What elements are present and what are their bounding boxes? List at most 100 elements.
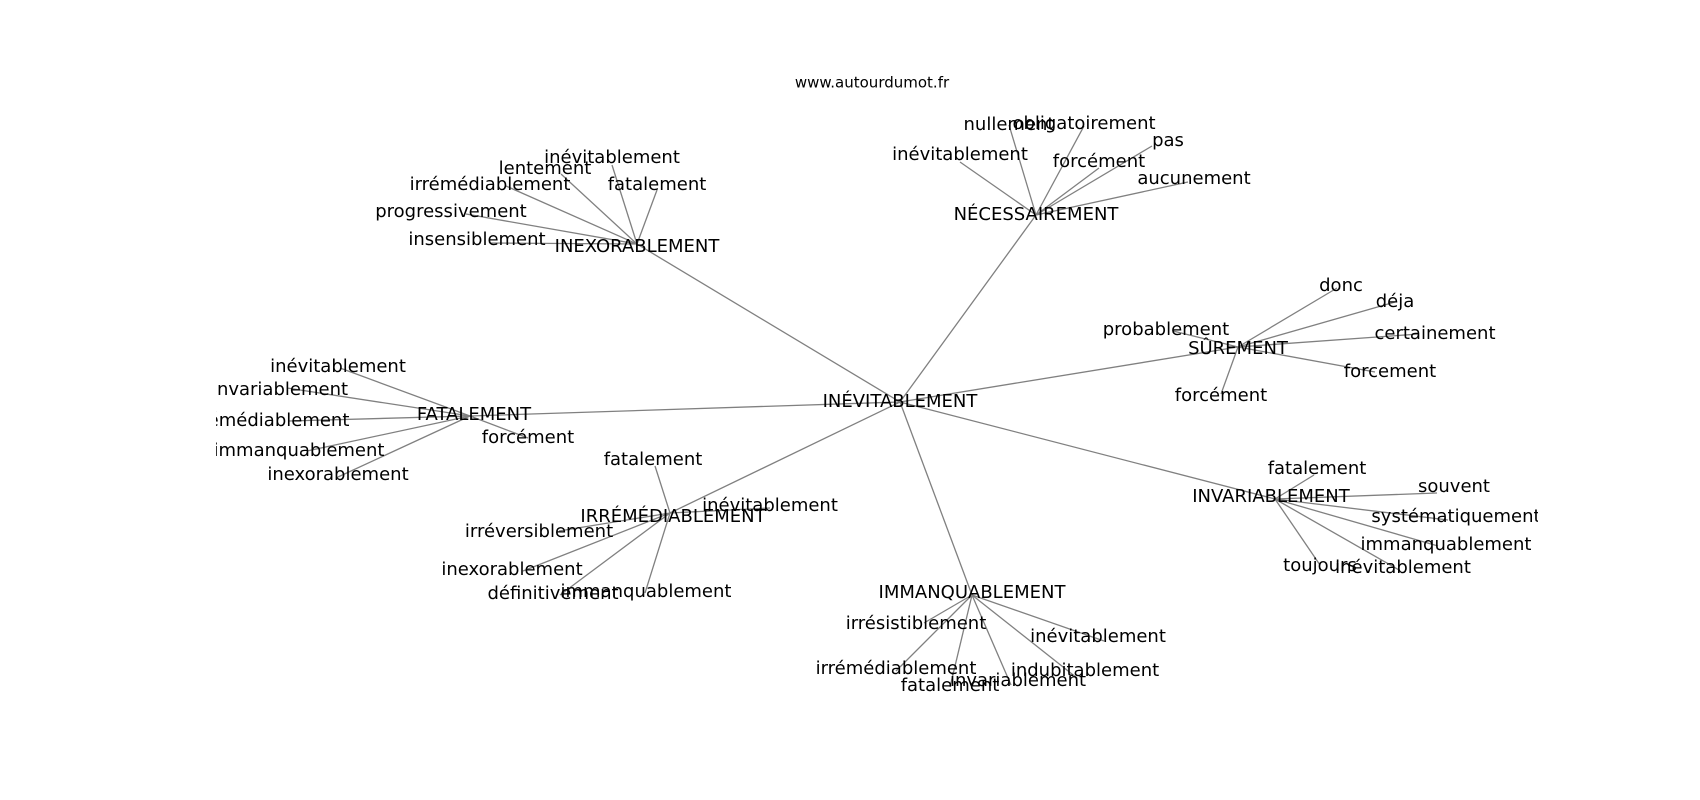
edge-necessairement-forcement: [1035, 167, 1100, 216]
edge-immanquablement-irresistiblement: [923, 594, 973, 624]
leaf-label-systematiquement: systématiquement: [1371, 506, 1540, 527]
leaf-label-deja: déja: [1376, 291, 1415, 312]
edge-invariablement-souvent: [1274, 492, 1438, 500]
edge-root-inexorablement: [636, 243, 901, 403]
edge-invariablement-immanquablement: [1274, 498, 1439, 547]
hub-label-invariablement: INVARIABLEMENT: [1192, 486, 1350, 507]
edge-inexorablement-irremediablement: [505, 185, 638, 245]
leaf-label-inexorablement: inexorablement: [441, 559, 582, 580]
leaf-label-inevitablement: inévitablement: [702, 495, 838, 516]
edge-necessairement-inevitablement: [959, 161, 1037, 216]
edge-necessairement-nullement: [1008, 124, 1037, 216]
leaf-label-obligatoirement: obligatoirement: [1012, 113, 1155, 134]
edge-root-surement: [899, 346, 1239, 403]
leaf-label-progressivement: progressivement: [375, 201, 527, 222]
hub-label-fatalement: FATALEMENT: [417, 404, 532, 425]
leaf-label-fatalement: fatalement: [604, 449, 703, 470]
hub-label-irremediablement: IRRÉMÉDIABLEMENT: [580, 505, 766, 527]
edge-irremediablement-immanquablement: [644, 512, 671, 594]
edge-immanquablement-invariablement: [971, 594, 1012, 686]
edge-irremediablement-inexorablement: [522, 512, 671, 572]
hub-label-necessairement: NÉCESSAIREMENT: [954, 203, 1120, 225]
edge-invariablement-inevitablement: [1274, 498, 1400, 571]
leaf-label-forcement: forcément: [1053, 151, 1145, 172]
leaf-label-irremediablement: irrémédiablement: [189, 410, 350, 431]
edge-invariablement-systematiquement: [1274, 498, 1449, 521]
leaf-label-forcement: forcément: [482, 427, 574, 448]
edge-fatalement-inexorablement: [337, 415, 471, 478]
edge-fatalement-forcement: [469, 415, 529, 439]
leaf-label-indubitablement: indubitablement: [1011, 660, 1159, 681]
leaf-label-donc: donc: [1319, 275, 1363, 296]
leaf-label-immanquablement: immanquablement: [561, 581, 732, 602]
leaf-label-irremediablement: irrémédiablement: [410, 174, 571, 195]
leaf-label-inevitablement: inévitablement: [1335, 557, 1471, 578]
edge-immanquablement-inevitablement: [971, 594, 1105, 642]
leaf-label-irreversiblement: irréversiblement: [465, 521, 613, 542]
edge-immanquablement-irremediablement: [895, 594, 973, 672]
leaf-label-inevitablement: inévitablement: [1030, 626, 1166, 647]
leaf-label-lentement: lentement: [499, 158, 592, 179]
edge-fatalement-invariablement: [286, 387, 471, 417]
leaf-label-inevitablement: inévitablement: [544, 147, 680, 168]
hub-label-immanquablement: IMMANQUABLEMENT: [879, 582, 1067, 603]
leaf-label-pas: pas: [1152, 130, 1184, 151]
root-label: INÉVITABLEMENT: [823, 390, 979, 412]
leaf-label-fatalement: fatalement: [901, 675, 1000, 696]
leaf-label-probablement: probablement: [1103, 319, 1229, 340]
edge-root-irremediablement: [669, 401, 901, 514]
edge-inexorablement-progressivement: [465, 213, 638, 245]
leaf-label-fatalement: fatalement: [608, 174, 707, 195]
edge-inexorablement-lentement: [560, 173, 638, 245]
edge-invariablement-fatalement: [1274, 474, 1315, 500]
site-watermark: www.autourdumot.fr: [795, 74, 950, 92]
edge-surement-probablement: [1172, 330, 1239, 348]
edge-surement-donc: [1237, 287, 1338, 348]
edge-surement-forcement: [1237, 346, 1376, 373]
edge-irremediablement-fatalement: [654, 465, 671, 514]
edge-root-invariablement: [899, 401, 1276, 500]
edge-fatalement-irremediablement: [288, 415, 471, 422]
edge-fatalement-inevitablement: [339, 367, 471, 417]
leaf-label-immanquablement: immanquablement: [1361, 534, 1532, 555]
leaf-label-toujours: toujours: [1283, 555, 1357, 576]
leaf-label-inexorablement: inexorablement: [267, 464, 408, 485]
edge-surement-certainement: [1237, 333, 1420, 348]
edge-surement-deja: [1237, 301, 1396, 348]
leaf-label-invariablement: invariablement: [950, 670, 1086, 691]
edge-necessairement-pas: [1035, 145, 1153, 216]
leaf-label-aucunement: aucunement: [1137, 168, 1250, 189]
leaf-label-forcement: forcément: [1175, 385, 1267, 406]
leaf-label-certainement: certainement: [1374, 323, 1495, 344]
edge-root-fatalement: [469, 401, 901, 417]
edge-irremediablement-irreversiblement: [558, 512, 671, 532]
leaf-label-definitivement: définitivement: [487, 583, 618, 604]
edge-root-immanquablement: [899, 401, 973, 596]
leaf-label-fatalement: fatalement: [1268, 458, 1367, 479]
leaf-label-irresistiblement: irrésistiblement: [846, 613, 987, 634]
edge-invariablement-toujours: [1274, 498, 1321, 566]
edge-immanquablement-fatalement: [949, 594, 973, 688]
edge-necessairement-obligatoirement: [1035, 125, 1085, 216]
edge-root-necessairement: [899, 214, 1037, 403]
edge-inexorablement-insensiblement: [489, 242, 638, 245]
edge-inexorablement-inevitablement: [611, 164, 638, 245]
leaf-label-forcement: forcement: [1344, 361, 1436, 382]
hub-label-surement: SÛREMENT: [1188, 337, 1289, 359]
edge-necessairement-aucunement: [1035, 181, 1189, 216]
leaf-label-nullement: nullement: [964, 114, 1055, 135]
leaf-label-irremediablement: irrémédiablement: [816, 658, 977, 679]
leaf-label-inevitablement: inévitablement: [270, 356, 406, 377]
leaf-label-immanquablement: immanquablement: [214, 440, 385, 461]
edge-fatalement-immanquablement: [306, 415, 471, 452]
leaf-label-souvent: souvent: [1418, 476, 1490, 497]
edge-irremediablement-inevitablement: [669, 507, 771, 514]
edge-immanquablement-indubitablement: [971, 594, 1078, 679]
edge-irremediablement-definitivement: [559, 512, 671, 596]
leaf-label-insensiblement: insensiblement: [408, 229, 545, 250]
edge-surement-forcement: [1220, 346, 1239, 395]
edge-inexorablement-fatalement: [636, 189, 658, 245]
leaf-label-inevitablement: inévitablement: [892, 144, 1028, 165]
leaf-label-invariablement: invariablement: [212, 379, 348, 400]
